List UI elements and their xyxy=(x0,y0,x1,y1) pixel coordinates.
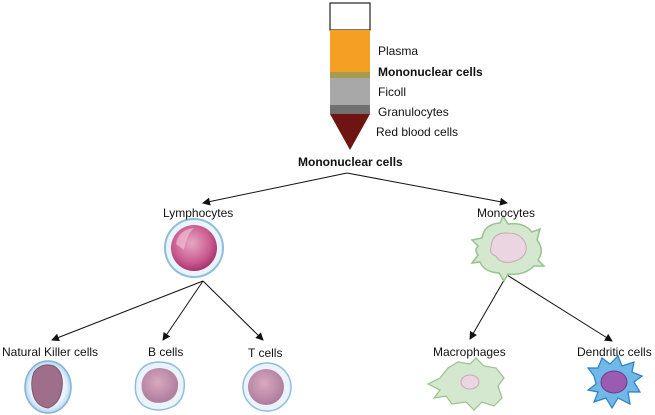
macrophage-cell-icon xyxy=(426,357,505,411)
label-granulocytes: Granulocytes xyxy=(378,105,449,119)
arrow-to-nk-cells xyxy=(51,280,204,342)
root-node-label: Mononuclear cells xyxy=(298,155,403,169)
b-cells-label: B cells xyxy=(148,345,184,359)
arrow-to-lymphocytes xyxy=(202,172,348,206)
arrow-to-dendritic-cells xyxy=(506,274,613,342)
arrow-to-b-cells xyxy=(162,280,204,341)
lymphocyte-cell-icon xyxy=(164,218,224,278)
tube-layer-granulocytes xyxy=(330,105,370,114)
tree-arrows xyxy=(51,172,613,342)
label-red-blood-cells: Red blood cells xyxy=(376,125,459,139)
monocyte-cell-icon xyxy=(470,214,546,283)
centrifuge-tube xyxy=(329,2,371,150)
t-cell-icon xyxy=(242,362,292,412)
label-ficoll: Ficoll xyxy=(378,85,407,99)
nk-cells-label: Natural Killer cells xyxy=(2,345,99,359)
dendritic-cell-icon xyxy=(586,354,644,410)
tube-empty-section xyxy=(329,2,371,31)
nk-cell-icon xyxy=(24,360,72,414)
macrophages-label: Macrophages xyxy=(433,345,506,359)
t-cells-label: T cells xyxy=(248,346,283,360)
lymphocytes-label: Lymphocytes xyxy=(163,206,234,220)
arrow-to-t-cells xyxy=(202,280,264,341)
label-mononuclear-layer: Mononuclear cells xyxy=(378,65,483,79)
tube-layer-red-blood-cells xyxy=(330,114,370,150)
arrow-to-monocytes xyxy=(346,172,508,206)
label-plasma: Plasma xyxy=(378,44,419,58)
dendritic-cells-label: Dendritic cells xyxy=(577,345,652,359)
tube-layer-ficoll xyxy=(330,78,370,105)
b-cell-icon xyxy=(134,361,186,411)
monocytes-label: Monocytes xyxy=(477,206,536,220)
tube-layer-plasma xyxy=(330,30,370,72)
arrow-to-macrophages xyxy=(469,274,508,340)
tube-layer-mononuclear xyxy=(330,72,370,78)
